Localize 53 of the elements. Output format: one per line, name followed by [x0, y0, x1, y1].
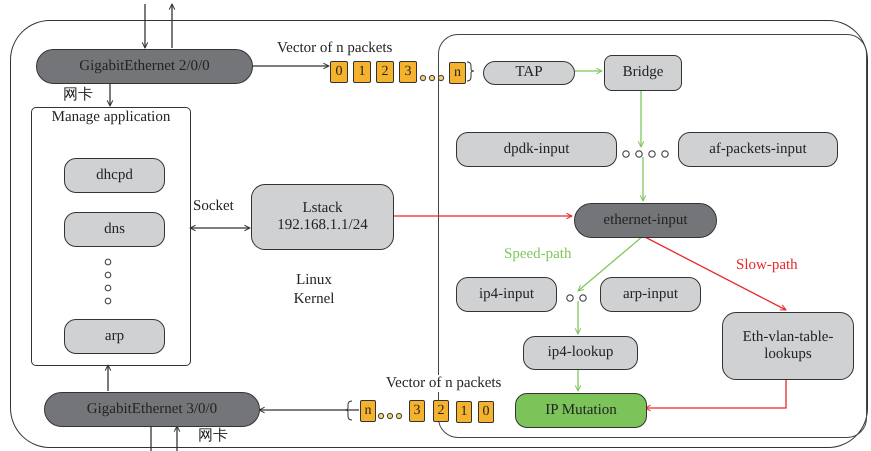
interface-box: GigabitEthernet 3/0/0 [44, 392, 260, 427]
arrow [573, 68, 602, 74]
process-box: TAP [483, 61, 575, 85]
process-box: Bridge [604, 55, 682, 91]
process-box: dns [64, 212, 165, 247]
arrow [106, 83, 114, 106]
arrow [168, 4, 176, 48]
edge-label: 网卡 [197, 428, 229, 444]
caption-text: Vector of n packets [276, 40, 394, 56]
packet-cell: 1 [353, 61, 371, 83]
interface-box: ethernet-input [574, 203, 717, 238]
result-box: IP Mutation [515, 393, 647, 428]
arrow [644, 378, 787, 412]
arrow [104, 364, 112, 391]
group-heading: Manage application [51, 108, 171, 126]
packet-cell: 0 [478, 401, 494, 423]
packet-cell: 0 [330, 61, 348, 83]
arrow [638, 89, 644, 148]
arrow [574, 368, 582, 392]
packet-cell: 3 [399, 61, 417, 83]
packet-cell: n [360, 400, 376, 422]
interface-box: GigabitEthernet 2/0/0 [36, 49, 253, 84]
process-box: Lstack 192.168.1.1/24 [251, 184, 394, 250]
application-box [31, 107, 191, 366]
process-box: dpdk-input [456, 132, 617, 167]
process-box: arp [64, 319, 165, 354]
connector-line [150, 426, 152, 451]
process-box: af-packets-input [678, 132, 838, 167]
arrow [142, 4, 148, 48]
packet-cell: 2 [376, 61, 394, 83]
area-label: Linux Kernel [292, 271, 336, 308]
system-frame [10, 20, 868, 448]
arrow [190, 224, 250, 232]
process-box: ip4-input [456, 277, 557, 312]
edge-label: Slow-path [735, 257, 799, 274]
packet-cell: n [449, 62, 466, 84]
arrow [258, 406, 359, 414]
arrow [174, 426, 180, 451]
process-box: arp-input [600, 277, 701, 312]
packet-cell: 3 [409, 400, 425, 422]
arrow [640, 157, 646, 202]
arrow [578, 236, 644, 292]
arrow [393, 212, 572, 220]
edge-label: Speed-path [503, 246, 572, 262]
caption-text: Vector of n packets [385, 375, 502, 392]
arrow [252, 62, 330, 70]
edge-label: 网卡 [62, 87, 94, 104]
process-box: Eth-vlan-table-lookups [722, 312, 854, 380]
arrow [574, 301, 582, 334]
packet-cell: 1 [456, 401, 472, 423]
process-box: ip4-lookup [523, 336, 638, 370]
packet-cell: 2 [433, 400, 449, 422]
process-box: dhcpd [64, 158, 165, 193]
